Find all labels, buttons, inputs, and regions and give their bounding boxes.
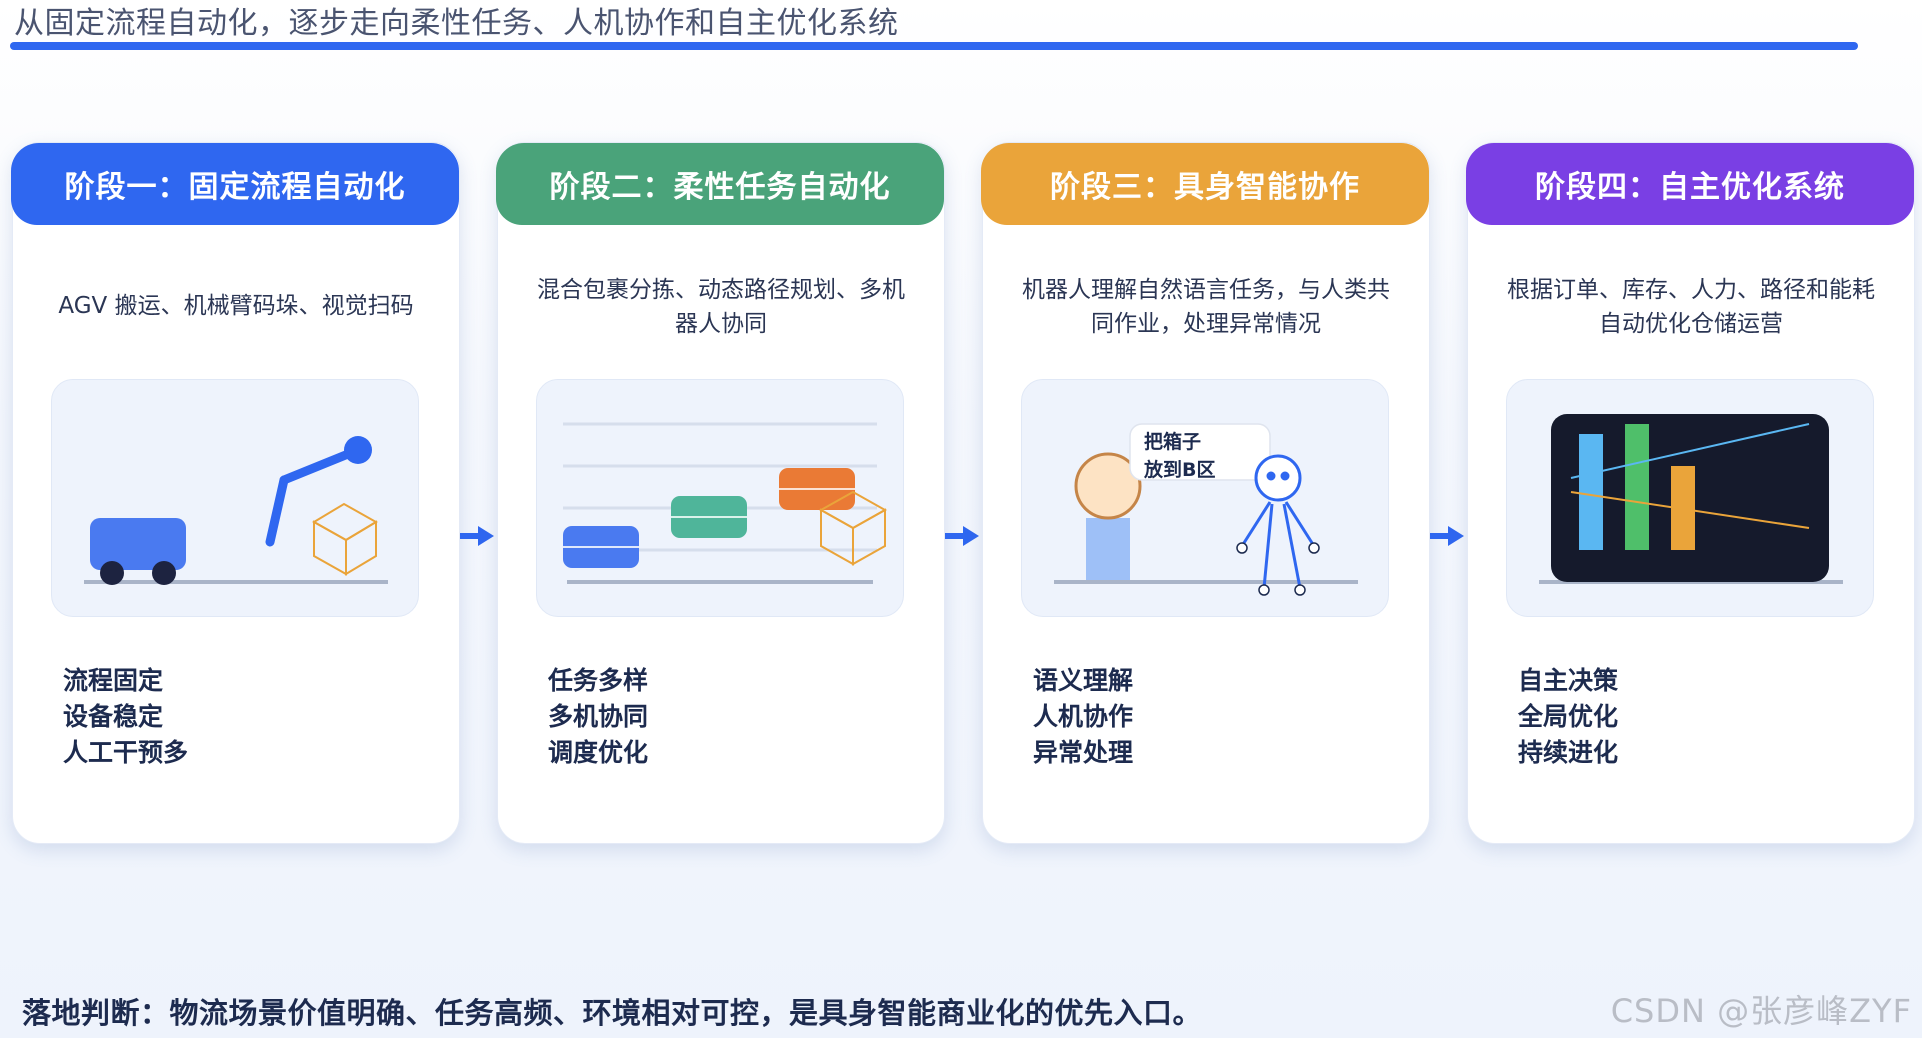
page-title: 从固定流程自动化，逐步走向柔性任务、人机协作和自主优化系统 (14, 6, 899, 41)
stage-3-title: 阶段三：具身智能协作 (1050, 170, 1360, 205)
dashboard-trend-line-icon (1570, 491, 1810, 529)
stage-1-trait: 人工干预多 (63, 738, 189, 767)
stage-1-description: AGV 搬运、机械臂码垛、视觉扫码 (58, 293, 414, 319)
stage-3-trait: 语义理解 (1033, 666, 1134, 695)
box-outline-icon (312, 502, 378, 576)
stage-1-trait: 流程固定 (63, 666, 164, 695)
stage-1-illustration (51, 379, 419, 617)
stage-2-traits: 任务多样 多机协同 调度优化 (548, 663, 648, 771)
arrow-right-icon (1430, 526, 1464, 546)
stage-1-trait: 设备稳定 (63, 702, 164, 731)
stage-card-4: 阶段四：自主优化系统 根据订单、库存、人力、路径和能耗自动优化仓储运营 自主决策… (1466, 142, 1915, 844)
dashboard-bar-icon (1625, 424, 1649, 550)
stage-2-description: 混合包裹分拣、动态路径规划、多机器人协同 (537, 277, 905, 337)
arrow-right-icon (460, 526, 494, 546)
agv-wheel-icon (152, 561, 176, 585)
stage-1-title: 阶段一：固定流程自动化 (64, 170, 406, 205)
stage-3-header: 阶段三：具身智能协作 (981, 143, 1429, 225)
speech-bubble-line: 放到B区 (1143, 458, 1215, 481)
human-head-icon (1074, 452, 1142, 520)
stage-3-traits: 语义理解 人机协作 异常处理 (1033, 663, 1133, 771)
stage-4-header: 阶段四：自主优化系统 (1466, 143, 1914, 225)
human-body-icon (1086, 518, 1130, 580)
stage-4-trait: 全局优化 (1518, 702, 1619, 731)
stage-2-trait: 调度优化 (548, 738, 649, 767)
stage-1-header: 阶段一：固定流程自动化 (11, 143, 459, 225)
stage-2-trait: 任务多样 (548, 666, 649, 695)
stage-2-illustration (536, 379, 904, 617)
watermark: CSDN @张彦峰ZYF (1610, 992, 1912, 1030)
arrow-right-icon (945, 526, 979, 546)
stage-4-traits: 自主决策 全局优化 持续进化 (1518, 663, 1618, 771)
agv-cart-icon (90, 518, 186, 570)
box-outline-icon (818, 490, 888, 566)
stage-3-description: 机器人理解自然语言任务，与人类共同作业，处理异常情况 (1022, 277, 1390, 337)
stage-4-description: 根据订单、库存、人力、路径和能耗自动优化仓储运营 (1507, 277, 1875, 337)
stage-2-header: 阶段二：柔性任务自动化 (496, 143, 944, 225)
stage-4-trait: 自主决策 (1518, 666, 1619, 695)
stage-4-illustration (1506, 379, 1874, 617)
stage-3-illustration: 把箱子 放到B区 (1021, 379, 1389, 617)
stage-card-3: 阶段三：具身智能协作 机器人理解自然语言任务，与人类共同作业，处理异常情况 把箱… (981, 142, 1430, 844)
speech-bubble-icon (1129, 423, 1271, 481)
stage-3-trait: 人机协作 (1033, 702, 1134, 731)
stage-4-trait: 持续进化 (1518, 738, 1619, 767)
stage-1-traits: 流程固定 设备稳定 人工干预多 (63, 663, 188, 771)
stage-2-title: 阶段二：柔性任务自动化 (549, 170, 891, 205)
agv-wheel-icon (100, 561, 124, 585)
conclusion-note: 落地判断：物流场景价值明确、任务高频、环境相对可控，是具身智能商业化的优先入口。 (22, 996, 1203, 1030)
speech-bubble-line: 把箱子 (1144, 430, 1201, 453)
stage-2-trait: 多机协同 (548, 702, 649, 731)
title-underline (10, 42, 1858, 50)
robot-icon (1240, 454, 1316, 589)
dashboard-trend-line-icon (1570, 423, 1810, 479)
stage-card-1: 阶段一：固定流程自动化 AGV 搬运、机械臂码垛、视觉扫码 流程固定 设备稳定 … (11, 142, 460, 844)
stage-4-title: 阶段四：自主优化系统 (1535, 170, 1845, 205)
robot-arm-joint-icon (344, 436, 372, 464)
stage-card-2: 阶段二：柔性任务自动化 混合包裹分拣、动态路径规划、多机器人协同 任务多样 多机… (496, 142, 945, 844)
robot-arm-icon (265, 475, 289, 547)
stage-3-trait: 异常处理 (1033, 738, 1134, 767)
dashboard-bar-icon (1579, 434, 1603, 550)
